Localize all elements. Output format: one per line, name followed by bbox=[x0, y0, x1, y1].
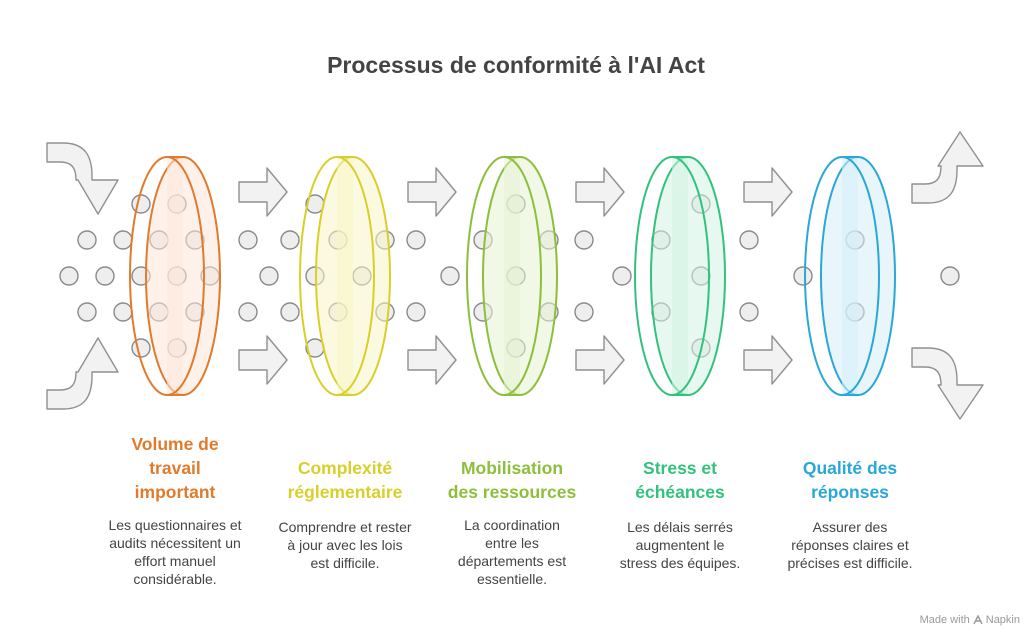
stage-description-line: entre les bbox=[485, 535, 539, 551]
stage-description-line: stress des équipes. bbox=[619, 555, 741, 571]
particle-dot-6 bbox=[95, 266, 115, 286]
stage-title-line: réglementaire bbox=[287, 482, 403, 502]
particle-dot-19 bbox=[280, 230, 300, 250]
stage-description-5: Assurer des réponses claires et précises e… bbox=[770, 518, 930, 572]
arrow-icon-bottom-4 bbox=[743, 335, 793, 385]
particle-dot-14 bbox=[131, 194, 151, 214]
particle-dot-50 bbox=[739, 302, 759, 322]
brand-text: Napkin bbox=[985, 614, 1020, 626]
particle-dot-54 bbox=[940, 266, 960, 286]
stage-description-line: essentielle. bbox=[476, 571, 548, 587]
stage-ring-1 bbox=[129, 156, 221, 396]
arrow-icon-outflow-bottom bbox=[911, 347, 984, 420]
stage-description-4: Les délais serrés augmentent le stress des… bbox=[600, 518, 760, 572]
arrow-icon-outflow-top bbox=[911, 131, 984, 204]
stage-description-line: audits nécessitent un bbox=[109, 535, 241, 551]
stage-ring-2 bbox=[299, 156, 391, 396]
arrow-icon-top-4 bbox=[743, 167, 793, 217]
particle-dot-43 bbox=[612, 266, 632, 286]
stage-title-4: Stress et échéances bbox=[600, 456, 760, 504]
stage-description-2: Comprendre et rester à jour avec les lois… bbox=[260, 518, 430, 572]
stage-title-line: Qualité des bbox=[802, 458, 898, 478]
stage-description-line: Les questionnaires et bbox=[108, 517, 242, 533]
particle-dot-26 bbox=[280, 302, 300, 322]
arrow-icon-bottom-1 bbox=[238, 335, 288, 385]
made-with-text: Made with bbox=[919, 614, 970, 626]
stage-ring-4 bbox=[634, 156, 726, 396]
stage-title-line: Volume de bbox=[131, 434, 219, 454]
stage-title-line: Mobilisation bbox=[460, 458, 564, 478]
stage-description-line: effort manuel bbox=[134, 553, 216, 569]
stage-description-line: Assurer des bbox=[812, 519, 888, 535]
stage-title-line: Complexité bbox=[297, 458, 393, 478]
arrow-icon-top-2 bbox=[407, 167, 457, 217]
particle-dot-18 bbox=[238, 230, 258, 250]
stage-title-line: des ressources bbox=[447, 482, 577, 502]
arrow-icon-bottom-3 bbox=[575, 335, 625, 385]
stage-title-1: Volume de travail important bbox=[90, 432, 260, 504]
stage-title-line: Stress et bbox=[643, 458, 717, 478]
stage-description-line: Comprendre et rester bbox=[278, 519, 412, 535]
stage-description-line: départements est bbox=[457, 553, 567, 569]
stage-title-line: échéances bbox=[635, 482, 725, 502]
stage-title-3: Mobilisation des ressources bbox=[422, 456, 602, 504]
page-title: Processus de conformité à l'AI Act bbox=[327, 52, 705, 78]
particle-dot-2 bbox=[113, 230, 133, 250]
particle-dot-5 bbox=[59, 266, 79, 286]
stage-description-line: est difficile. bbox=[310, 555, 380, 571]
stage-description-line: Les délais serrés bbox=[627, 519, 733, 535]
particle-dot-1 bbox=[77, 230, 97, 250]
stage-ring-3 bbox=[466, 156, 558, 396]
arrow-icon-inflow-top bbox=[46, 142, 119, 215]
particle-dot-51 bbox=[793, 266, 813, 286]
stage-description-3: La coordination entre les départements est… bbox=[437, 516, 587, 588]
particle-dot-11 bbox=[113, 302, 133, 322]
stage-description-line: augmentent le bbox=[635, 537, 725, 553]
stage-title-5: Qualité des réponses bbox=[770, 456, 930, 504]
particle-dot-25 bbox=[238, 302, 258, 322]
particle-dot-10 bbox=[77, 302, 97, 322]
arrow-icon-top-1 bbox=[238, 167, 288, 217]
stage-description-line: considérable. bbox=[133, 571, 217, 587]
footer-credit: Made with Napkin bbox=[920, 614, 1020, 626]
particle-dot-42 bbox=[574, 302, 594, 322]
stage-title-line: travail bbox=[149, 458, 201, 478]
particle-dot-31 bbox=[406, 230, 426, 250]
stage-description-line: précises est difficile. bbox=[787, 555, 913, 571]
arrow-icon-top-3 bbox=[575, 167, 625, 217]
stage-description-line: réponses claires et bbox=[791, 537, 909, 553]
stage-description-line: à jour avec les lois bbox=[287, 537, 403, 553]
stage-description-line: La coordination bbox=[464, 517, 560, 533]
particle-dot-32 bbox=[406, 302, 426, 322]
particle-dot-22 bbox=[259, 266, 279, 286]
stage-title-line: réponses bbox=[811, 482, 889, 502]
stage-ring-5 bbox=[804, 156, 896, 396]
stage-description-1: Les questionnaires et audits nécessitent … bbox=[90, 516, 260, 588]
particle-dot-33 bbox=[440, 266, 460, 286]
stage-title-2: Complexité réglementaire bbox=[260, 456, 430, 504]
particle-dot-16 bbox=[131, 338, 151, 358]
stage-title-line: important bbox=[134, 482, 216, 502]
particle-dot-49 bbox=[739, 230, 759, 250]
napkin-logo-icon bbox=[973, 615, 983, 625]
arrow-icon-bottom-2 bbox=[407, 335, 457, 385]
particle-dot-41 bbox=[574, 230, 594, 250]
arrow-icon-inflow-bottom bbox=[46, 337, 119, 410]
